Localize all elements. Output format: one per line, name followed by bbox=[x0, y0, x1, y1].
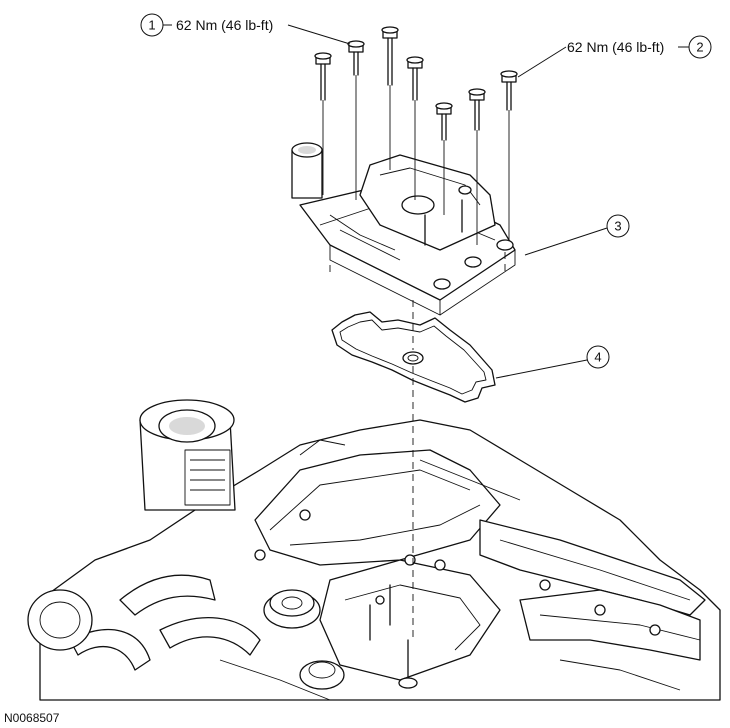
alignment-centerlines bbox=[329, 252, 506, 640]
callout-3: 3 bbox=[524, 214, 630, 256]
gasket-icon bbox=[331, 311, 496, 403]
callout-1: 1 62 Nm (46 lb-ft) bbox=[140, 13, 351, 45]
callout-3-number: 3 bbox=[614, 219, 621, 234]
callout-1-number: 1 bbox=[148, 18, 155, 33]
callout-2-number: 2 bbox=[696, 40, 703, 55]
callout-4: 4 bbox=[495, 345, 610, 379]
bolt-icon bbox=[314, 26, 518, 245]
callout-1-torque: 62 Nm (46 lb-ft) bbox=[176, 17, 273, 33]
callout-2-torque: 62 Nm (46 lb-ft) bbox=[567, 39, 664, 55]
callout-2: 2 62 Nm (46 lb-ft) bbox=[517, 35, 712, 78]
figure-id: N0068507 bbox=[4, 711, 60, 725]
engine-icon bbox=[27, 399, 721, 701]
callout-4-number: 4 bbox=[594, 350, 601, 365]
bracket-icon bbox=[291, 142, 516, 316]
